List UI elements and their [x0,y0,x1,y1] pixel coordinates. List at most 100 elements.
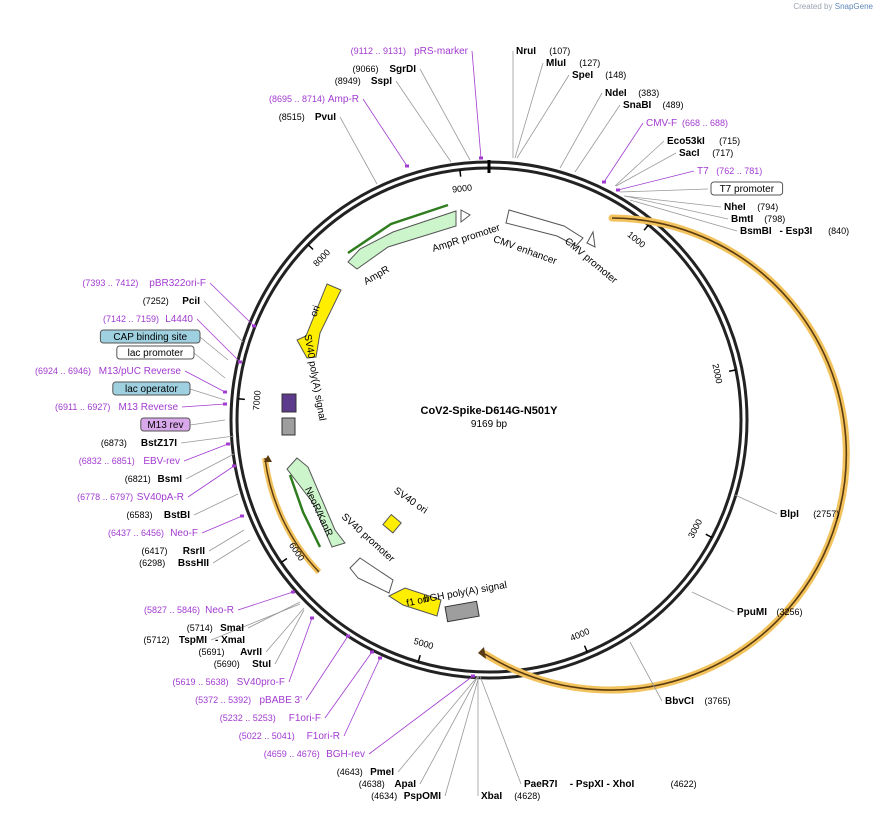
t7-promoter-label: T7 promoter [710,181,784,196]
pmei-position: (4643) [337,767,363,777]
bsshii-name: BssHII [178,558,209,569]
rsrii-leader [208,529,245,552]
eco53ki-label: Eco53kI(715) [667,136,740,147]
ppumi-leader [691,591,735,613]
tick-mark-2000 [728,369,737,372]
neo-f-site-marker [240,514,244,518]
amp-r-feature-label: AmpR [362,264,392,287]
l4440-leader [196,318,241,363]
ebv-rev-position: (6832 .. 6851) [79,456,135,466]
nrui-position: (107) [549,46,570,56]
tick-mark-7000 [237,397,245,401]
sgrdi-leader [419,68,471,161]
cap-binding-site-label: CAP binding site [99,329,201,344]
nhei-position: (794) [757,202,778,212]
rsrii-label: RsrII(6417) [141,546,205,557]
m13-reverse-name: M13 Reverse [119,402,179,413]
pmei-label: PmeI(4643) [337,767,394,778]
xbai-position: (4628) [514,791,540,801]
lac-promoter-label: lac promoter [116,345,195,360]
snapgene-brand: SnapGene [834,2,873,11]
paer7i-position: (4622) [671,779,697,789]
pbabe-3-site-marker [346,634,350,638]
bbvci-leader [629,641,663,702]
sv40pa-r-label: SV40pA-R(6778 .. 6797) [77,464,236,503]
rsrii-position: (6417) [141,546,167,556]
stui-leader [274,609,305,665]
pbr322ori-f-site-marker [252,324,256,328]
pbr322ori-f-leader [209,282,255,327]
nhei-label: NheI(794) [724,202,778,213]
f1ori-f-leader [324,651,373,719]
tick-label-1000: 1000 [626,229,648,249]
snabi-label: SnaBI(489) [623,100,684,111]
cmv-f-position: (668 .. 688) [682,118,728,128]
spei-name: SpeI [572,70,593,81]
bstz17i-label: BstZ17I(6873) [101,438,177,449]
bstz17i-position: (6873) [101,438,127,448]
sspi-position: (8949) [335,76,361,86]
cmv-enhancer-label: CMV enhancer [492,234,559,267]
sspi-name: SspI [371,76,392,87]
plasmid-length: 9169 bp [471,419,508,430]
sv40pro-f-site-marker [310,616,314,620]
tick-mark-4000 [583,645,588,653]
bgh-rev-position: (4659 .. 4676) [264,749,320,759]
sv40pa-r-site-marker [232,464,236,468]
apai-position: (4638) [359,779,385,789]
l4440-name: L4440 [165,314,193,325]
pspomi-name: PspOMI [404,791,441,802]
apai-label: ApaI(4638) [359,779,416,790]
nhei-leader [623,195,722,208]
blpi-label: BlpI(2757) [780,509,839,520]
t7-site-marker [616,188,620,192]
lac-promoter-leader [193,352,226,379]
sv40pa-r-position: (6778 .. 6797) [77,492,133,502]
ppumi-position: (3256) [777,607,803,617]
sv40-polya-label: SV40 poly(A) signal [301,333,327,421]
ebv-rev-name: EBV-rev [143,456,180,467]
lac-promoter-box [116,345,195,360]
snabi-leader [574,104,621,173]
pbr322ori-f-label: pBR322ori-F(7393 .. 7412) [82,278,256,328]
bsmbi-position: (840) [828,226,849,236]
feature-labels: NruI(107)MluI(127)SpeI(148)NdeI(383)SnaB… [35,46,849,802]
prs-marker-name: pRS-marker [414,46,469,57]
paer7i-label: PaeR7I- PspXI - XhoI(4622) [524,779,697,790]
f1ori-r-site-marker [378,656,382,660]
pspomi-leader [444,675,480,797]
tspmi-label: TspMI- XmaI(5712) [143,635,245,646]
neo-r-name: Neo-R [205,605,234,616]
tick-label-9000: 9000 [452,182,473,194]
bgh-rev-site-marker [471,674,475,678]
ppumi-name: PpuMI [737,607,767,618]
pvui-label: PvuI(8515) [279,112,336,123]
pbr322ori-f-position: (7393 .. 7412) [82,278,138,288]
bsmi-label: BsmI(6821) [125,474,182,485]
m13-reverse-position: (6911 .. 6927) [55,402,110,412]
m13-rev-box [140,417,191,432]
saci-label: SacI(717) [679,148,733,159]
bsmbi-leader [629,199,738,232]
smai-leader [247,601,301,629]
m13-puc-reverse-name: M13/pUC Reverse [99,366,182,377]
prs-marker-site-marker [479,156,483,160]
spike-orf-arrowhead [478,647,486,659]
apai-leader [419,675,479,785]
sv40-polya-stack [281,393,297,413]
bstbi-position: (6583) [126,510,152,520]
cap-binding-site-box [99,329,201,344]
paer7i-name: PaeR7I [524,779,558,790]
neor-green-track [288,474,322,548]
saci-leader [615,152,677,187]
prs-marker-leader [471,50,482,159]
t7-label: T7(762 .. 781) [616,166,762,192]
m13-rev-leader [189,419,226,426]
bmti-position: (798) [764,214,785,224]
sspi-leader [395,80,452,163]
cmv-f-site-marker [602,180,606,184]
eco53ki-name: Eco53kI [667,136,705,147]
small-orf-line [264,457,320,573]
ndei-label: NdeI(383) [605,88,659,99]
bstbi-name: BstBI [164,510,190,521]
